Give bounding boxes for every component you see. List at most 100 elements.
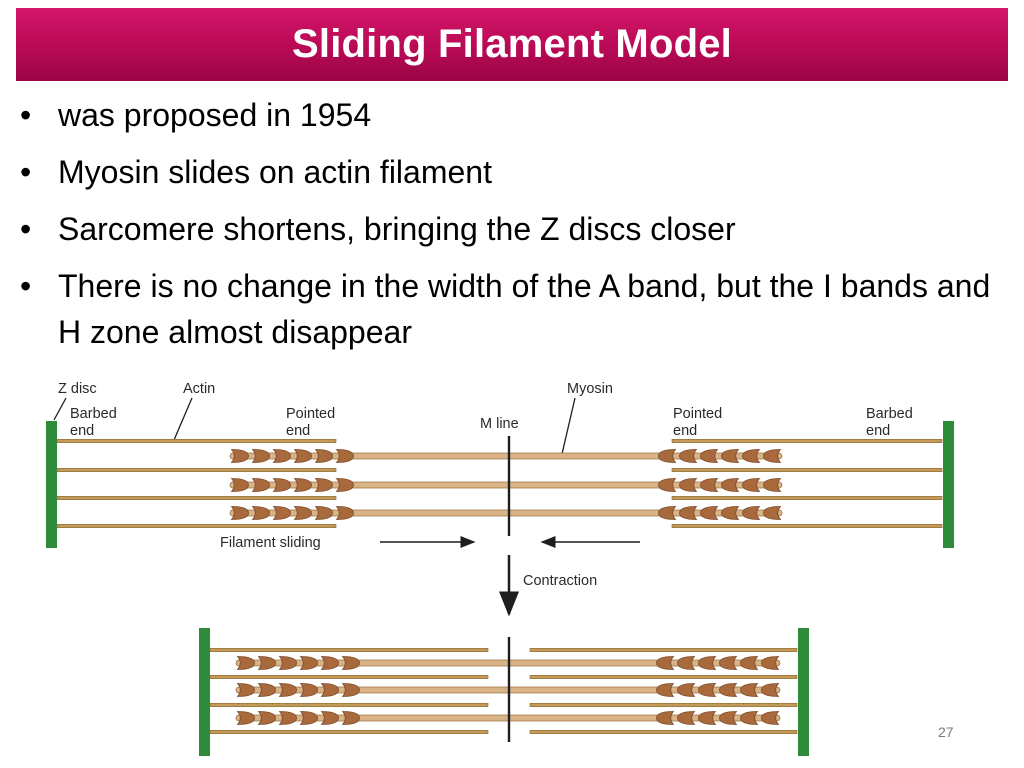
bullet-list: •was proposed in 1954 •Myosin slides on … <box>20 92 1000 366</box>
myosin-head <box>293 478 312 492</box>
myosin-head <box>320 656 339 670</box>
myosin-head <box>278 711 297 725</box>
bullet-item: • Sarcomere shortens, bringing the Z disc… <box>20 206 1000 252</box>
actin-filament <box>671 523 943 528</box>
label-pointed-end-right: Pointed <box>673 406 722 422</box>
title-bar: Sliding Filament Model <box>16 8 1008 81</box>
myosin-head <box>761 711 780 725</box>
label-pointed-end-right: end <box>673 423 697 439</box>
label-pointed-end-left: Pointed <box>286 406 335 422</box>
myosin-head <box>698 711 717 725</box>
myosin-head <box>314 506 333 520</box>
myosin-head <box>236 683 255 697</box>
actin-filament <box>209 674 489 679</box>
myosin-head <box>251 449 270 463</box>
myosin-head <box>230 506 249 520</box>
myosin-head <box>740 683 759 697</box>
myosin-head <box>236 656 255 670</box>
bullet-text: Sarcomere shortens, bringing the Z discs… <box>58 211 736 247</box>
myosin-head <box>677 683 696 697</box>
z-disc-left <box>199 628 210 756</box>
myosin-head <box>658 478 677 492</box>
actin-filament <box>529 647 798 652</box>
myosin-head <box>251 478 270 492</box>
myosin-head <box>679 506 698 520</box>
bullet-item: •was proposed in 1954 <box>20 92 1000 138</box>
myosin-head <box>320 711 339 725</box>
label-m-line: M line <box>480 416 519 432</box>
label-barbed-end-left: Barbed <box>70 406 117 422</box>
label-barbed-end-right: end <box>866 423 890 439</box>
myosin-head <box>299 711 318 725</box>
myosin-head <box>257 711 276 725</box>
myosin-head <box>335 449 354 463</box>
myosin-head <box>278 683 297 697</box>
myosin-head <box>658 449 677 463</box>
actin-filament <box>209 729 489 734</box>
myosin-head <box>677 656 696 670</box>
label-pointed-end-left: end <box>286 423 310 439</box>
myosin-head <box>341 656 360 670</box>
myosin-head <box>656 683 675 697</box>
myosin-head <box>763 449 782 463</box>
myosin-head <box>679 449 698 463</box>
myosin-head <box>700 478 719 492</box>
leader-z-disc <box>53 397 67 421</box>
bullet-dot: • <box>20 268 32 304</box>
bullet-text: Myosin slides on actin filament <box>58 154 492 190</box>
label-contraction: Contraction <box>523 573 597 589</box>
actin-filament <box>529 702 798 707</box>
sliding-filament-diagram: Z disc Actin Barbed end Pointed end M li… <box>46 381 954 756</box>
myosin-head <box>278 656 297 670</box>
z-disc-right <box>943 421 954 548</box>
myosin-head <box>314 449 333 463</box>
myosin-head <box>658 506 677 520</box>
myosin-head <box>698 683 717 697</box>
myosin-head <box>230 449 249 463</box>
bullet-item: • There is no change in the width of the … <box>20 263 1000 355</box>
leader-myosin <box>561 397 576 455</box>
page-number: 27 <box>938 724 954 740</box>
myosin-head <box>656 711 675 725</box>
z-disc-right <box>798 628 809 756</box>
myosin-head <box>320 683 339 697</box>
actin-filament <box>671 467 943 472</box>
myosin-head <box>742 506 761 520</box>
label-z-disc: Z disc <box>58 381 97 397</box>
myosin-head <box>257 683 276 697</box>
myosin-head <box>742 478 761 492</box>
myosin-head <box>677 711 696 725</box>
myosin-head <box>230 478 249 492</box>
myosin-head <box>257 656 276 670</box>
myosin-head <box>719 683 738 697</box>
bullet-text: There is no change in the width of the A… <box>58 268 991 350</box>
myosin-head <box>721 506 740 520</box>
bullet-item: •Myosin slides on actin filament <box>20 149 1000 195</box>
contracted-sarcomere <box>199 628 809 756</box>
label-myosin: Myosin <box>567 381 613 397</box>
label-actin: Actin <box>183 381 215 397</box>
label-filament-sliding: Filament sliding <box>220 535 321 551</box>
actin-filament <box>209 647 489 652</box>
actin-filament <box>529 729 798 734</box>
actin-filament <box>671 438 943 443</box>
label-barbed-end-right: Barbed <box>866 406 913 422</box>
myosin-head <box>698 656 717 670</box>
myosin-head <box>763 478 782 492</box>
myosin-head <box>293 449 312 463</box>
myosin-head <box>721 478 740 492</box>
z-disc-left <box>46 421 57 548</box>
bullet-dot: • <box>20 211 32 247</box>
relaxed-sarcomere <box>46 421 954 548</box>
myosin-head <box>272 506 291 520</box>
myosin-head <box>299 683 318 697</box>
actin-filament <box>56 523 337 528</box>
slide-title: Sliding Filament Model <box>292 22 732 66</box>
actin-filament <box>56 438 337 443</box>
myosin-head <box>719 711 738 725</box>
myosin-head <box>341 683 360 697</box>
myosin-head <box>700 449 719 463</box>
myosin-head <box>721 449 740 463</box>
myosin-head <box>293 506 312 520</box>
myosin-head <box>251 506 270 520</box>
